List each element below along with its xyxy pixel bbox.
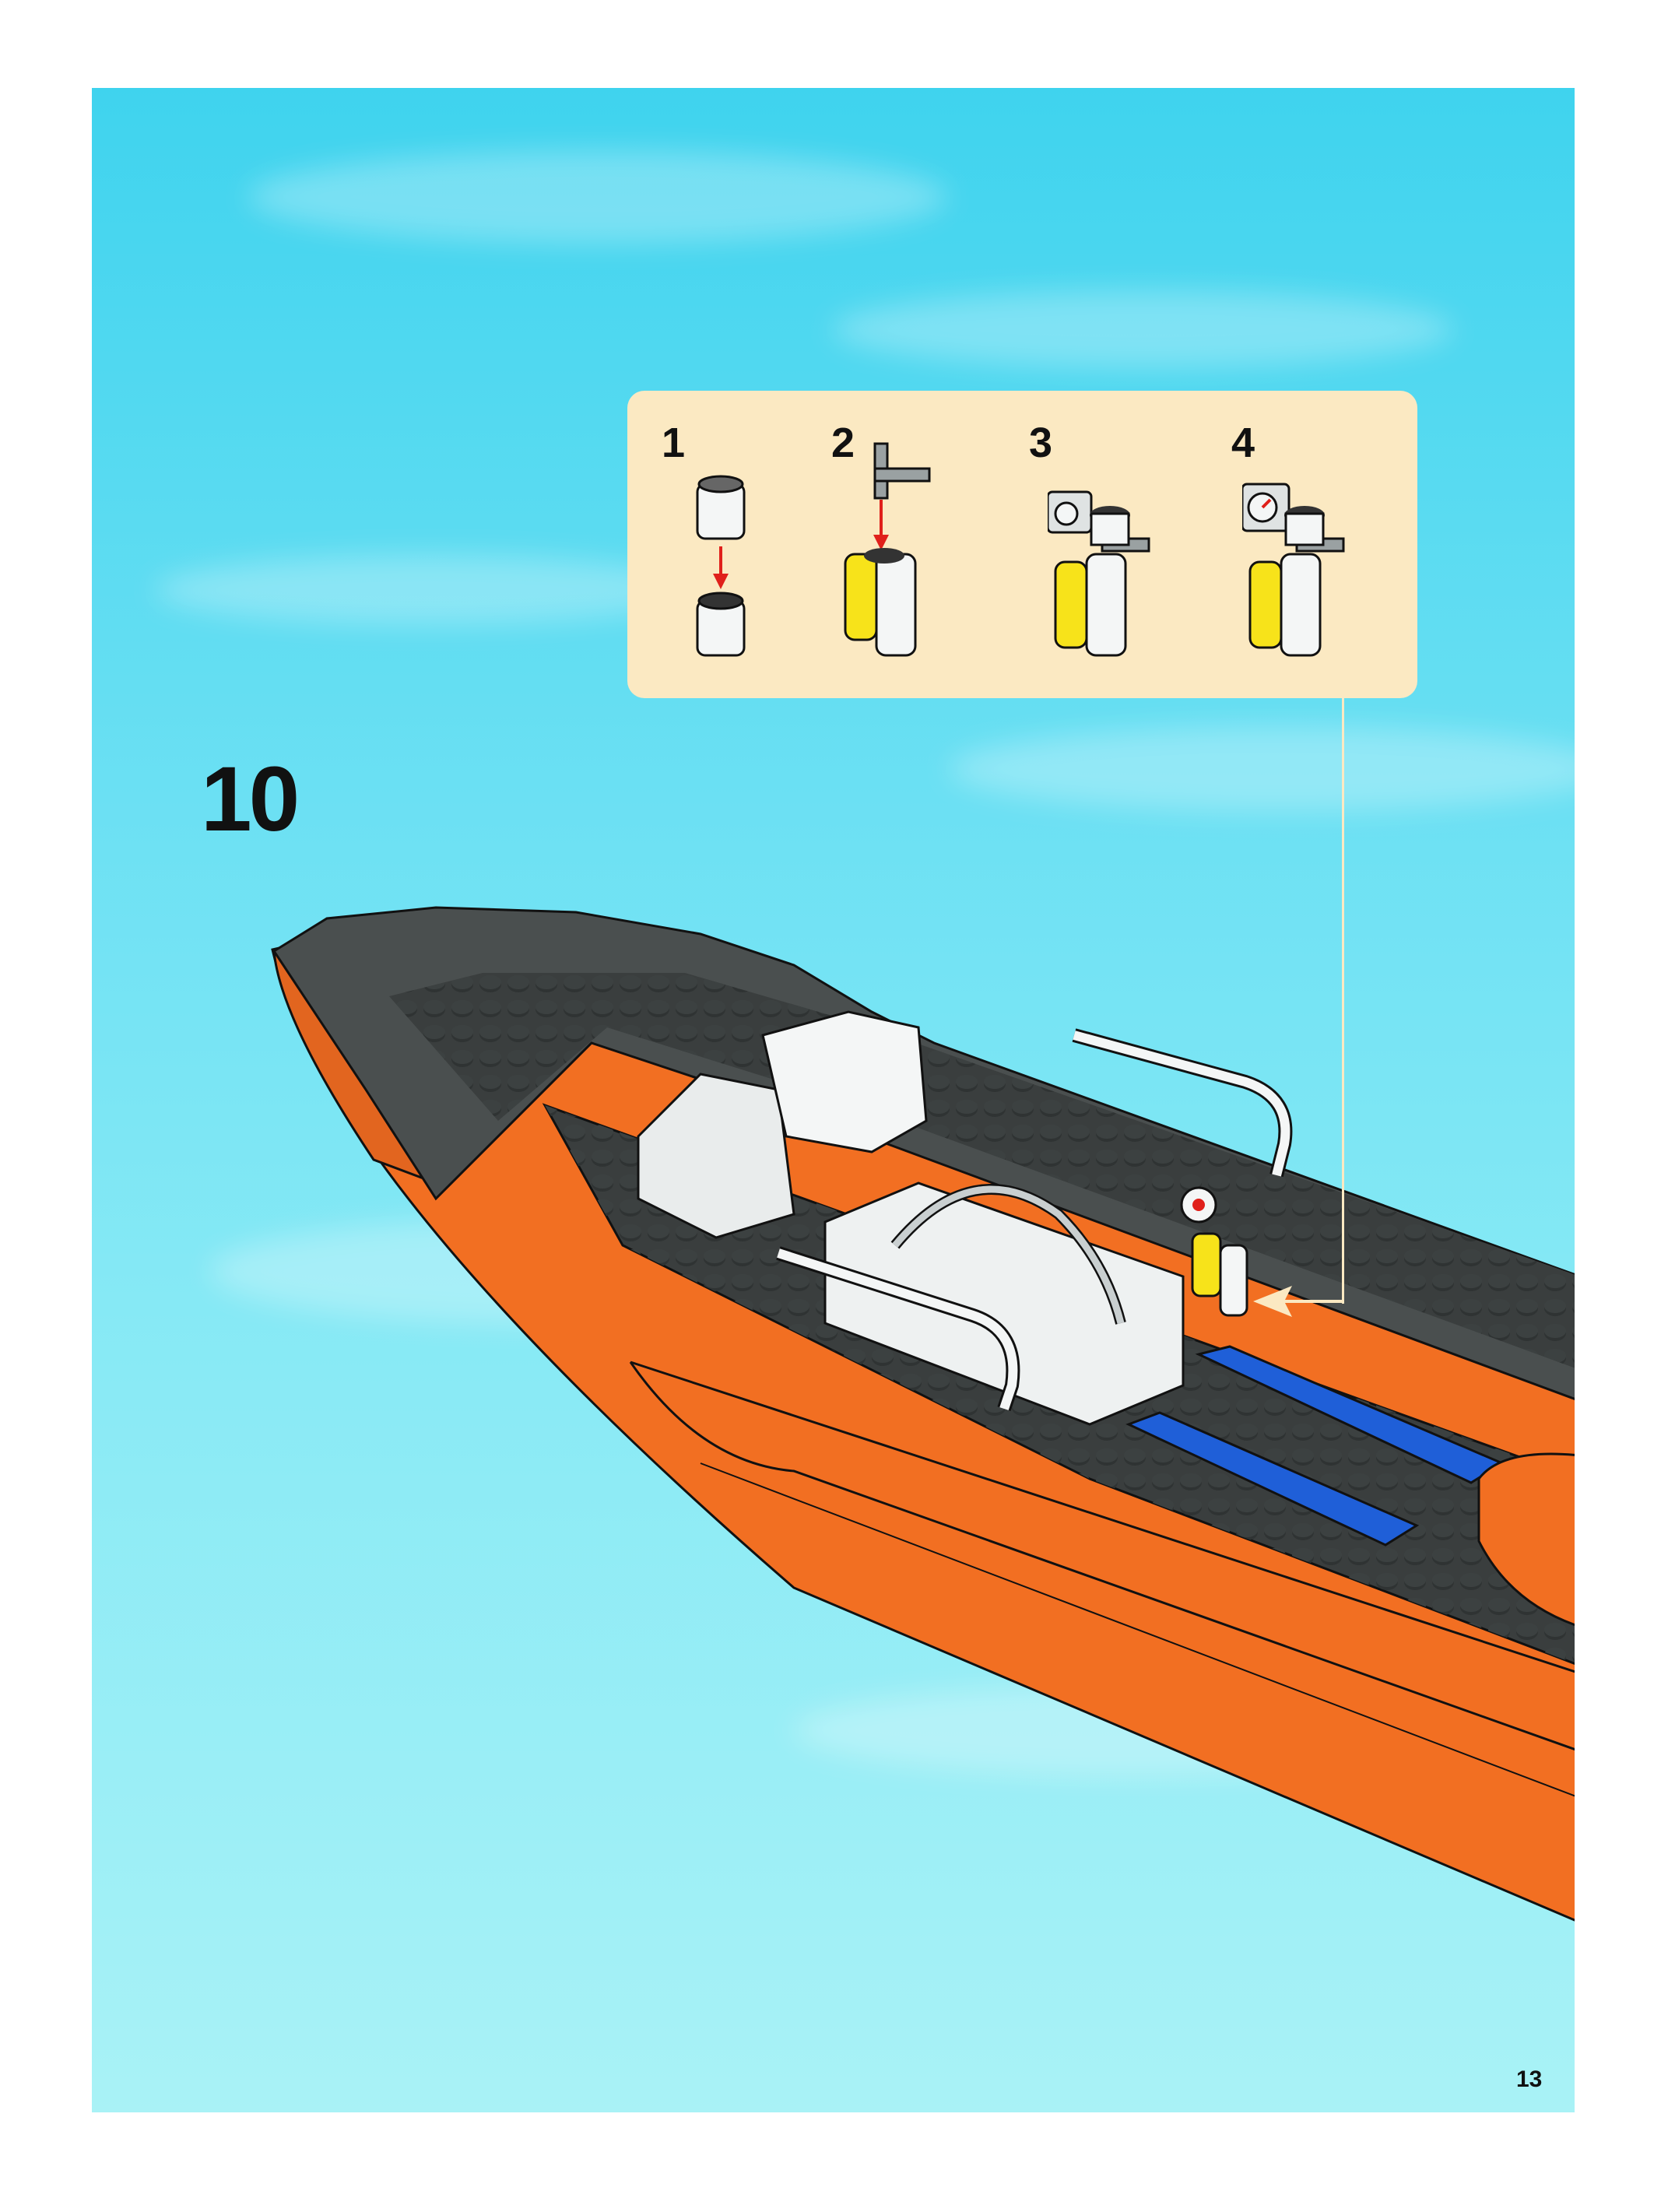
substep-1-illustration [666,422,791,671]
page-number: 13 [1516,2066,1542,2093]
substep-4-illustration [1242,422,1367,671]
step-number: 10 [201,753,297,845]
substep-3-illustration [1048,422,1172,671]
substep-callout: 1 2 3 4 [627,391,1417,698]
substep-2-illustration [830,422,954,671]
